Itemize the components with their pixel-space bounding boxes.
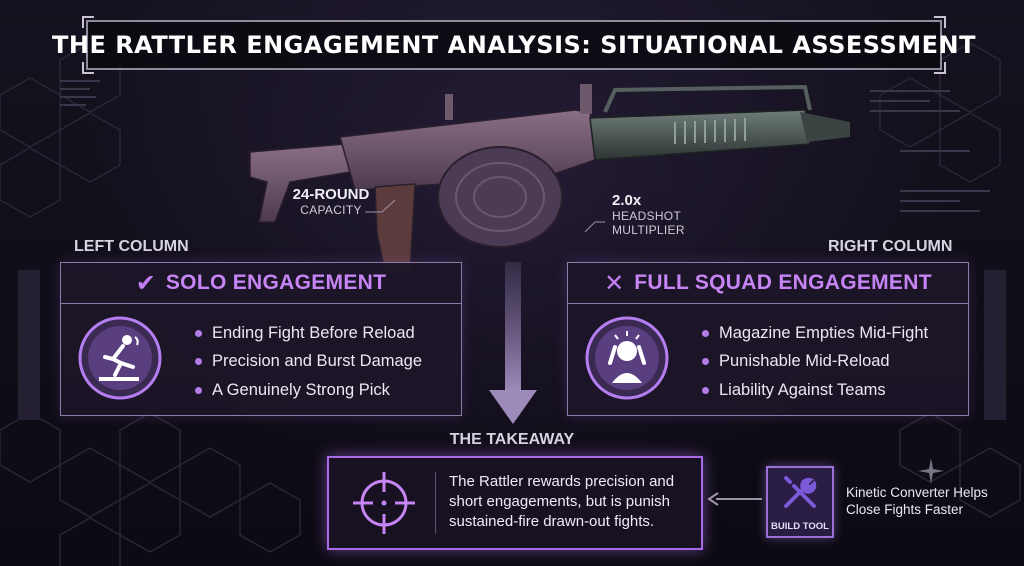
capacity-callout: 24-ROUND CAPACITY [291,186,371,217]
person-slipping-icon [78,316,162,400]
checkmark-icon: ✔ [135,269,156,297]
wrench-screwdriver-icon [784,476,817,508]
left-side-block [18,270,40,420]
headshot-value: 2.0x [612,192,642,209]
takeaway-label: THE TAKEAWAY [449,431,575,448]
cross-icon: ✕ [604,269,625,297]
left-column-label: LEFT COLUMN [74,238,189,255]
full-squad-engagement-title: FULL SQUAD ENGAGEMENT [634,271,932,294]
down-arrow-icon [489,262,537,424]
list-item: Magazine Empties Mid-Fight [702,319,928,348]
title-banner: THE RATTLER ENGAGEMENT ANALYSIS: SITUATI… [52,16,976,74]
full-squad-engagement-header: ✕ FULL SQUAD ENGAGEMENT [568,263,968,304]
takeaway-divider [435,472,436,534]
list-item: Punishable Mid-Reload [702,348,928,377]
page-title: THE RATTLER ENGAGEMENT ANALYSIS: SITUATI… [51,31,977,59]
full-squad-engagement-list: Magazine Empties Mid-Fight Punishable Mi… [702,319,928,405]
solo-engagement-title: SOLO ENGAGEMENT [165,271,387,294]
full-squad-engagement-panel: ✕ FULL SQUAD ENGAGEMENT Magazine Empties… [567,262,969,416]
sparkle-icon [918,458,944,484]
solo-engagement-header: ✔ SOLO ENGAGEMENT [61,263,461,304]
capacity-value: 24-ROUND [292,186,370,203]
build-tool-badge: BUILD TOOL [766,466,834,538]
stressed-person-icon [585,316,669,400]
solo-engagement-list: Ending Fight Before Reload Precision and… [195,319,422,405]
left-arrow-icon [707,492,762,506]
list-item: Liability Against Teams [702,376,928,405]
build-tool-description: Kinetic Converter Helps Close Fights Fas… [846,485,988,517]
takeaway-box: The Rattler rewards precision and short … [327,456,703,550]
list-item: Precision and Burst Damage [195,348,422,377]
right-side-block [984,270,1006,420]
rattler-weapon-illustration [249,84,850,273]
list-item: A Genuinely Strong Pick [195,376,422,405]
solo-engagement-panel: ✔ SOLO ENGAGEMENT Ending Fight Before Re… [60,262,462,416]
headshot-callout: 2.0x HEADSHOT MULTIPLIER [612,192,752,237]
build-tool-label: BUILD TOOL [771,521,829,532]
list-item: Ending Fight Before Reload [195,319,422,348]
right-column-label: RIGHT COLUMN [828,238,953,255]
headshot-label: HEADSHOT MULTIPLIER [612,209,685,237]
crosshair-icon [353,472,415,534]
capacity-label: CAPACITY [300,203,362,217]
takeaway-text: The Rattler rewards precision and short … [449,473,675,530]
